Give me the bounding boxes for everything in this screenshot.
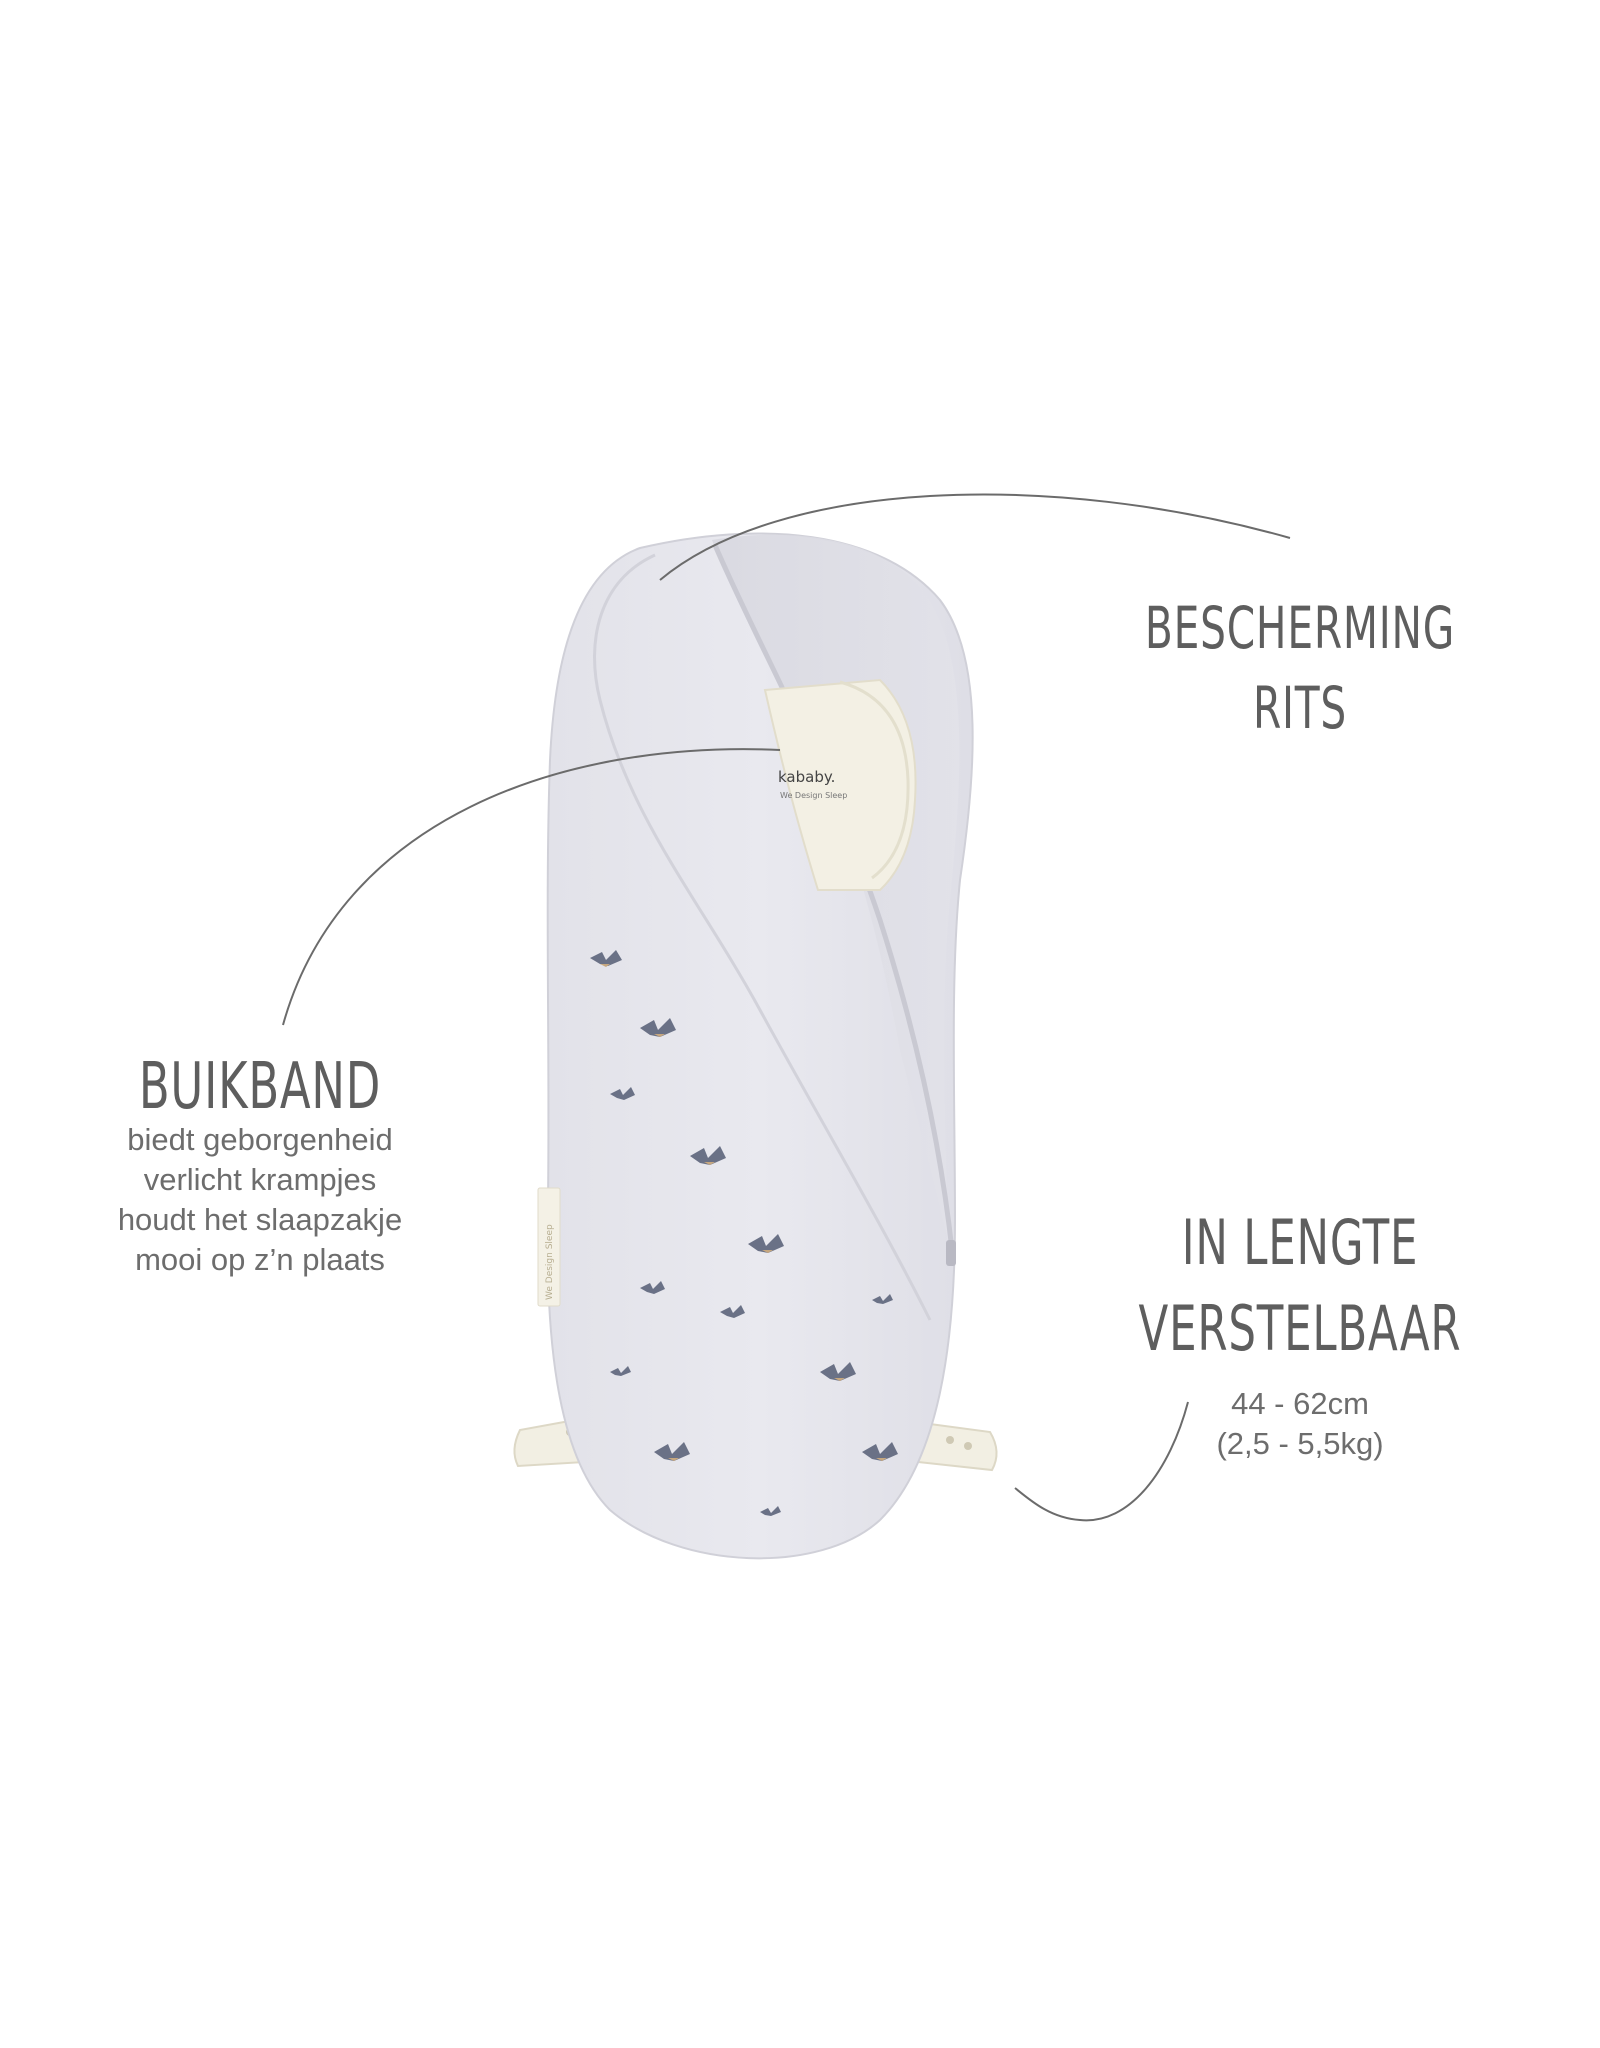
bird-icon [640, 1281, 665, 1294]
svg-text:We Design Sleep: We Design Sleep [545, 1224, 555, 1300]
zipper-line [712, 544, 955, 1251]
bescherming-heading-line2: RITS [1252, 674, 1348, 742]
callout-line-bescherming [659, 493, 1291, 581]
buikband-line: verlicht krampjes [143, 1162, 377, 1197]
bird-icon [760, 1506, 781, 1516]
lengte-description: 44 - 62cm (2,5 - 5,5kg) [1180, 1384, 1420, 1464]
brand-label: kababy. We Design Sleep [778, 768, 847, 800]
bird-icon [610, 1087, 635, 1100]
bird-print [590, 950, 898, 1516]
buikband-line: mooi op z’n plaats [135, 1242, 385, 1277]
weight-range: (2,5 - 5,5kg) [1216, 1426, 1384, 1461]
bird-icon [640, 1018, 676, 1037]
callout-line-buikband [282, 748, 781, 1026]
bird-icon [820, 1362, 856, 1381]
buikband-description: biedt geborgenheid verlicht krampjes hou… [70, 1120, 450, 1280]
belly-band [763, 678, 917, 891]
brand-label-tagline: We Design Sleep [780, 791, 847, 800]
callout-line-lengte [1014, 1401, 1189, 1522]
lengte-heading-line2: VERSTELBAAR [1138, 1292, 1462, 1365]
bird-icon [862, 1442, 898, 1461]
size-range: 44 - 62cm [1231, 1386, 1369, 1421]
bird-icon [654, 1442, 690, 1461]
buikband-line: biedt geborgenheid [127, 1122, 393, 1157]
buikband-heading: BUIKBAND [135, 1052, 385, 1122]
bird-icon [590, 950, 622, 967]
bird-icon [610, 1366, 631, 1376]
buikband-line: houdt het slaapzakje [117, 1202, 403, 1237]
bescherming-rits-heading: BESCHERMING RITS [1144, 588, 1456, 748]
lengte-heading-line1: IN LENGTE [1181, 1206, 1419, 1279]
bird-icon [748, 1234, 784, 1253]
bird-icon [872, 1294, 893, 1304]
bird-icon [690, 1146, 726, 1165]
brand-label-text: kababy. [778, 768, 835, 786]
side-tag: We Design Sleep [537, 1187, 561, 1307]
bescherming-heading-line1: BESCHERMING [1144, 594, 1456, 662]
lengte-heading: IN LENGTE VERSTELBAAR [1128, 1200, 1471, 1372]
bird-icon [720, 1305, 745, 1318]
buikband-heading-text: BUIKBAND [138, 1050, 382, 1124]
adjustable-strap-right [913, 1420, 998, 1472]
